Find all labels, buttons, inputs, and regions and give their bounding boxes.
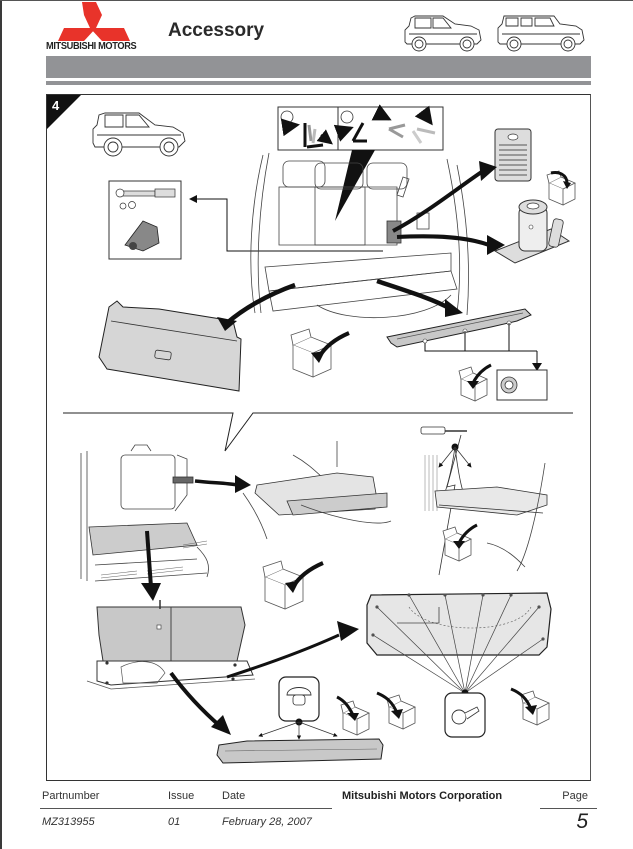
screwdriver-icon <box>420 426 467 435</box>
step-badge <box>47 95 81 129</box>
header-bar <box>46 56 591 78</box>
storage-box-icon <box>458 363 492 402</box>
page-edge-top <box>0 0 633 1</box>
seat-fold-instruction-icon <box>277 104 444 151</box>
installation-figure: 4 <box>46 94 591 781</box>
jack-icon <box>493 199 571 264</box>
partnumber-value: MZ313955 <box>42 816 95 828</box>
trim-panel-icon <box>386 308 532 348</box>
speaker-grille-icon <box>494 128 532 182</box>
storage-box-icon <box>262 560 324 610</box>
cargo-floor-board-icon <box>98 300 242 392</box>
document-title: Accessory <box>168 20 265 41</box>
storage-box-icon <box>546 170 576 206</box>
cargo-area-interior-icon <box>80 444 209 582</box>
sill-trim-icon <box>216 738 384 764</box>
storage-box-icon <box>376 691 416 730</box>
footer-rule-right <box>540 808 597 809</box>
brand-name: MITSUBISHI MOTORS <box>46 40 137 52</box>
issue-label: Issue <box>168 790 195 802</box>
issue-value: 01 <box>168 816 181 828</box>
document-footer: Partnumber Issue Date Mitsubishi Motors … <box>40 784 597 844</box>
storage-box-icon <box>336 695 370 736</box>
screw-icon <box>444 692 486 738</box>
mitsubishi-logo-icon <box>58 2 130 41</box>
partnumber-label: Partnumber <box>42 790 100 802</box>
clip-icon <box>278 676 320 722</box>
page-number: 5 <box>576 810 588 833</box>
step-number: 4 <box>52 98 60 113</box>
date-label: Date <box>222 790 246 802</box>
5-door-suv-icon <box>497 15 585 52</box>
floor-compartment-icon <box>86 600 256 690</box>
storage-box-icon <box>510 687 550 726</box>
footer-rule-left <box>40 808 332 809</box>
page-label: Page <box>562 790 588 802</box>
header-rule <box>46 81 591 85</box>
storage-box-icon <box>442 523 478 562</box>
storage-box-icon <box>290 328 350 378</box>
tool-kit-icon <box>108 180 182 260</box>
page-edge <box>0 0 2 849</box>
hand-removing-panel-icon <box>242 441 392 540</box>
corporation-name: Mitsubishi Motors Corporation <box>342 790 503 802</box>
clip-detail-icon <box>496 369 548 401</box>
3-door-suv-icon <box>404 15 482 52</box>
trim-panel-removed-icon <box>424 455 548 572</box>
vehicle-side-view-icon <box>92 112 186 157</box>
installation-illustration <box>63 104 576 764</box>
date-value: February 28, 2007 <box>222 816 312 828</box>
